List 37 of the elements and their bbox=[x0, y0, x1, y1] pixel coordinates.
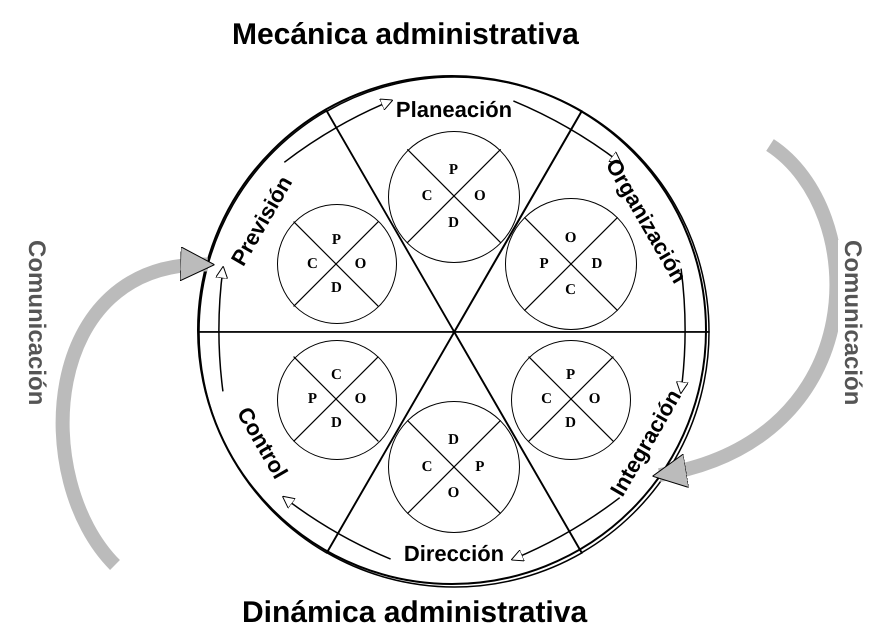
quadrant-letter: P bbox=[475, 458, 484, 475]
quadrant-letter: C bbox=[422, 188, 433, 204]
quadrant-letter: C bbox=[422, 458, 433, 475]
cycle-arrow bbox=[282, 496, 391, 560]
quadrant-letter: C bbox=[541, 391, 552, 408]
quadrant-letter: O bbox=[354, 391, 366, 408]
quadrant-letter: O bbox=[564, 230, 576, 246]
quadrant-letter: C bbox=[565, 282, 576, 298]
quadrant-letter: D bbox=[565, 415, 576, 432]
edge-label: Comunicación bbox=[838, 240, 866, 406]
quadrant-letter: O bbox=[354, 256, 366, 272]
quadrant-letter: O bbox=[448, 485, 460, 502]
quadrant-letter: P bbox=[566, 367, 576, 384]
cycle-arrow bbox=[284, 98, 394, 163]
quadrant-letter: O bbox=[588, 391, 600, 408]
heading: Dinámica administrativa bbox=[242, 596, 588, 630]
quadrant-letter: D bbox=[448, 432, 459, 448]
quadrant-letter: C bbox=[307, 256, 318, 272]
cycle-arrow bbox=[513, 100, 622, 164]
wheel-circle bbox=[197, 75, 707, 585]
cycle-arrow bbox=[676, 268, 689, 394]
quadrant-letter: P bbox=[448, 162, 458, 178]
sector-title: Planeación bbox=[396, 97, 512, 124]
quadrant-letter: D bbox=[331, 415, 342, 432]
quadrant-letter: D bbox=[331, 280, 342, 296]
cycle-arrow bbox=[510, 497, 620, 562]
sector-title: Dirección bbox=[404, 540, 504, 567]
curved-arrow bbox=[56, 249, 215, 570]
quadrant-letter: O bbox=[474, 188, 486, 204]
quadrant-letter: D bbox=[448, 214, 459, 231]
heading: Mecánica administrativa bbox=[232, 18, 579, 52]
quadrant-letter: P bbox=[332, 232, 342, 248]
quadrant-letter: P bbox=[540, 256, 549, 272]
quadrant-letter: P bbox=[308, 391, 318, 408]
quadrant-letter: C bbox=[331, 367, 342, 384]
quadrant-letter: D bbox=[592, 256, 602, 272]
cycle-arrow bbox=[215, 266, 228, 392]
